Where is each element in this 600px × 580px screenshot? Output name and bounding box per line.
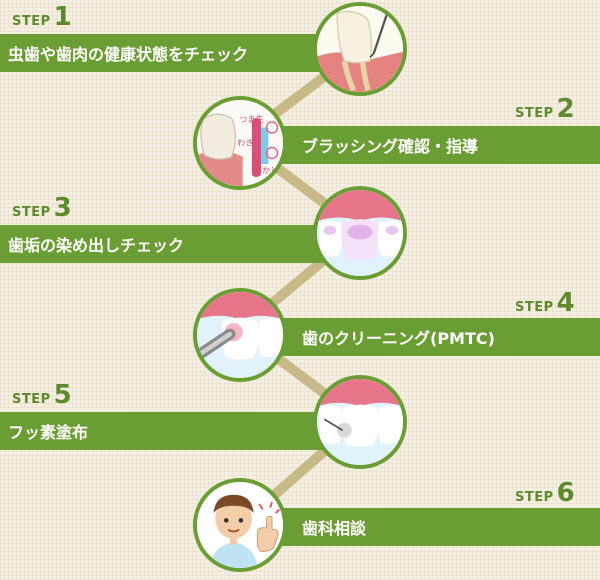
brush-label-heel: かかと <box>254 165 279 175</box>
step-2-illustration: つま先 わき かかと <box>193 96 287 190</box>
step-4-title: 歯のクリーニング(PMTC) <box>302 329 495 348</box>
step-6-title: 歯科相談 <box>302 519 367 538</box>
brush-label-toe: つま先 <box>239 114 264 124</box>
step-4-illustration <box>193 288 287 382</box>
step-5-title-bar: フッ素塗布 <box>0 412 345 450</box>
step-6-illustration <box>193 478 287 572</box>
step-1-illustration <box>313 2 407 96</box>
step-1-title: 虫歯や歯肉の健康状態をチェック <box>8 45 249 64</box>
step-1-title-bar: 虫歯や歯肉の健康状態をチェック <box>0 34 340 72</box>
step-3-title: 歯垢の染め出しチェック <box>8 236 185 255</box>
plaque-disclosing-icon <box>317 190 403 276</box>
step-3-illustration <box>313 186 407 280</box>
step-3-title-bar: 歯垢の染め出しチェック <box>0 225 345 263</box>
dentist-thumbs-up-icon <box>197 482 283 568</box>
tooth-cleaning-icon <box>197 292 283 378</box>
step-5-illustration <box>313 375 407 469</box>
step-2-title: ブラッシング確認・指導 <box>302 137 479 156</box>
toothbrush-icon: つま先 わき かかと <box>197 100 283 186</box>
brush-label-side: わき <box>237 138 253 148</box>
tooth-checkup-icon <box>317 6 403 92</box>
fluoride-application-icon <box>317 379 403 465</box>
step-5-title: フッ素塗布 <box>8 423 89 442</box>
